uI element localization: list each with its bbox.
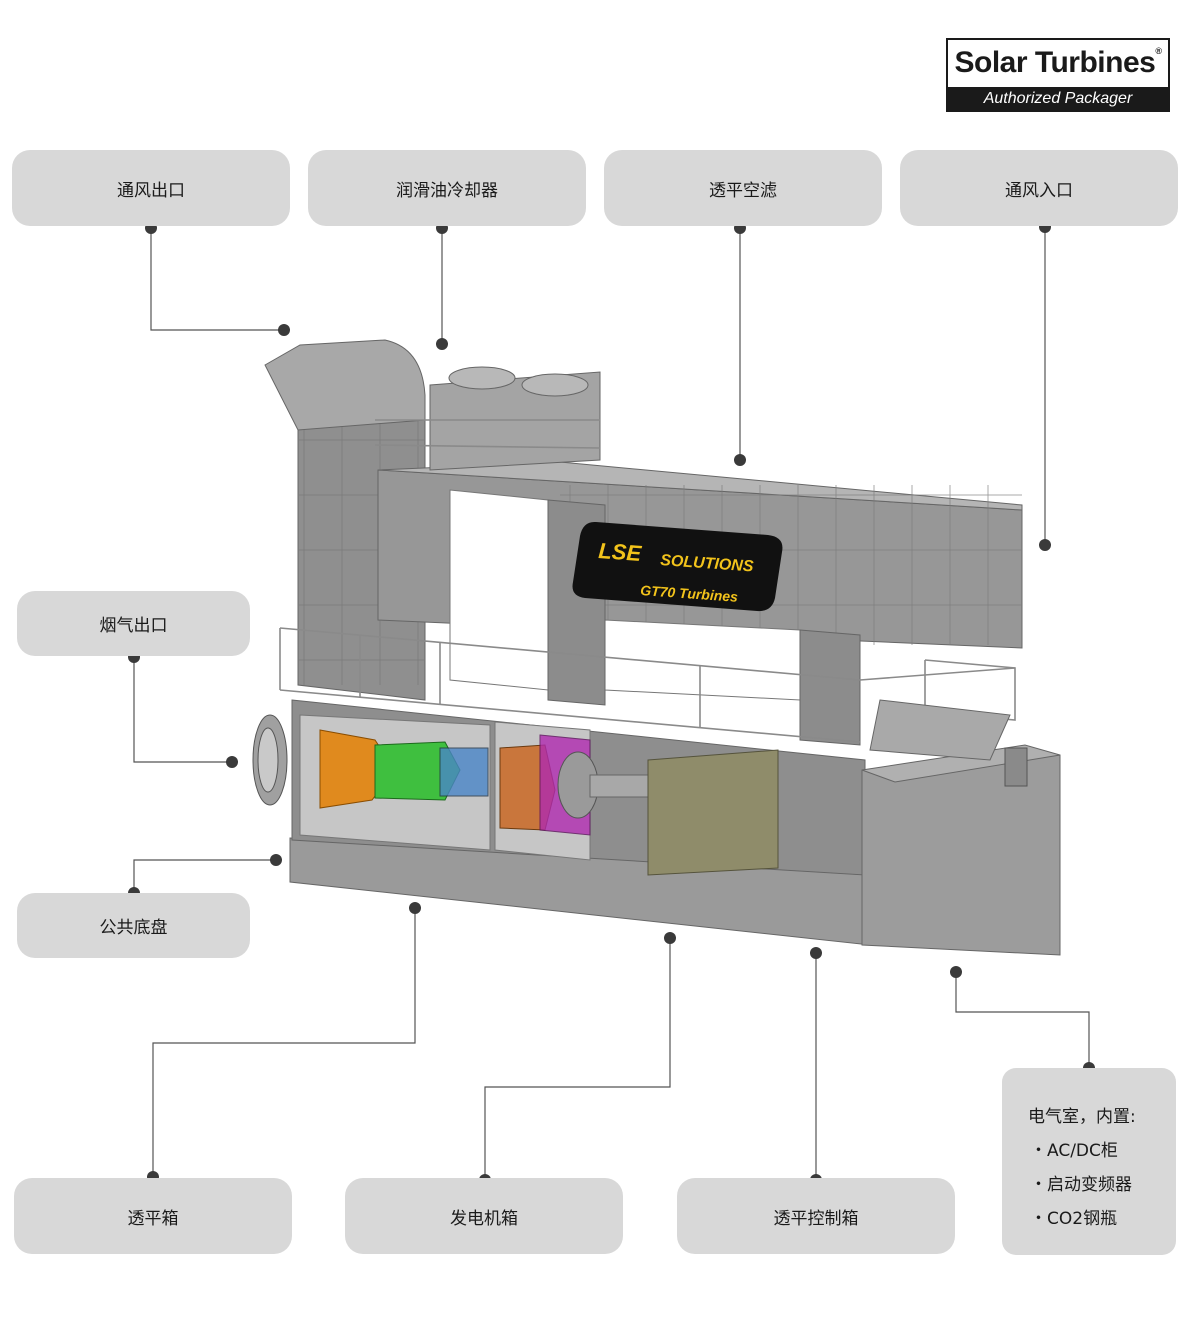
- vent-outlet-hood: [264, 339, 426, 431]
- leader-electrical-room: [955, 972, 1090, 1068]
- electrical-room-item: ・AC/DC柜: [1030, 1141, 1118, 1161]
- gas-turbine-package-illustration: LSE SOLUTIONS GT70 Turbines: [252, 339, 1061, 956]
- label-generator-enclosure: 发电机箱: [345, 1178, 623, 1254]
- badge-brand: LSE: [598, 538, 644, 566]
- label-exhaust-outlet: 烟气出口: [17, 591, 250, 656]
- dot: [409, 902, 421, 914]
- electrical-room-item: ・CO2钢瓶: [1030, 1209, 1118, 1229]
- label-vent-outlet: 通风出口: [12, 150, 290, 226]
- label-common-base: 公共底盘: [17, 893, 250, 958]
- registered-mark: ®: [1155, 46, 1162, 56]
- label-lube-oil-cooler: 润滑油冷却器: [308, 150, 586, 226]
- dot: [1039, 539, 1051, 551]
- dot: [664, 932, 676, 944]
- solar-turbines-logo: Solar Turbines® Authorized Packager: [946, 38, 1170, 112]
- label-turbine-enclosure: 透平箱: [14, 1178, 292, 1254]
- electrical-room-title: 电气室，内置:: [1028, 1107, 1136, 1127]
- label-vent-inlet: 通风入口: [900, 150, 1178, 226]
- leader-vent-outlet: [150, 228, 284, 331]
- label-turbine-air-filter: 透平空滤: [604, 150, 882, 226]
- label-turbine-control-cabinet: 透平控制箱: [677, 1178, 955, 1254]
- badge-brand-suffix: SOLUTIONS: [660, 552, 755, 575]
- leader-exhaust-outlet: [133, 657, 232, 763]
- leader-common-base: [133, 859, 276, 893]
- logo-tagline: Authorized Packager: [948, 87, 1168, 110]
- dot: [226, 756, 238, 768]
- label-electrical-room: 电气室，内置: ・AC/DC柜 ・启动变频器 ・CO2钢瓶: [1002, 1068, 1176, 1255]
- dot: [810, 947, 822, 959]
- leader-turbine-enclosure: [152, 908, 416, 1177]
- dot: [270, 854, 282, 866]
- leader-lines: [133, 227, 1090, 1180]
- electrical-room-item: ・启动变频器: [1030, 1175, 1132, 1195]
- dot: [278, 324, 290, 336]
- lse-solutions-badge: LSE SOLUTIONS GT70 Turbines: [572, 521, 783, 612]
- badge-model: GT70 Turbines: [640, 582, 739, 605]
- electrical-room-box: [861, 754, 1061, 956]
- dot: [436, 338, 448, 350]
- dot: [734, 454, 746, 466]
- logo-name: Solar Turbines®: [954, 46, 1162, 79]
- leader-generator-enclosure: [484, 938, 671, 1180]
- turbine-control-cabinet: [647, 749, 779, 876]
- dot: [950, 966, 962, 978]
